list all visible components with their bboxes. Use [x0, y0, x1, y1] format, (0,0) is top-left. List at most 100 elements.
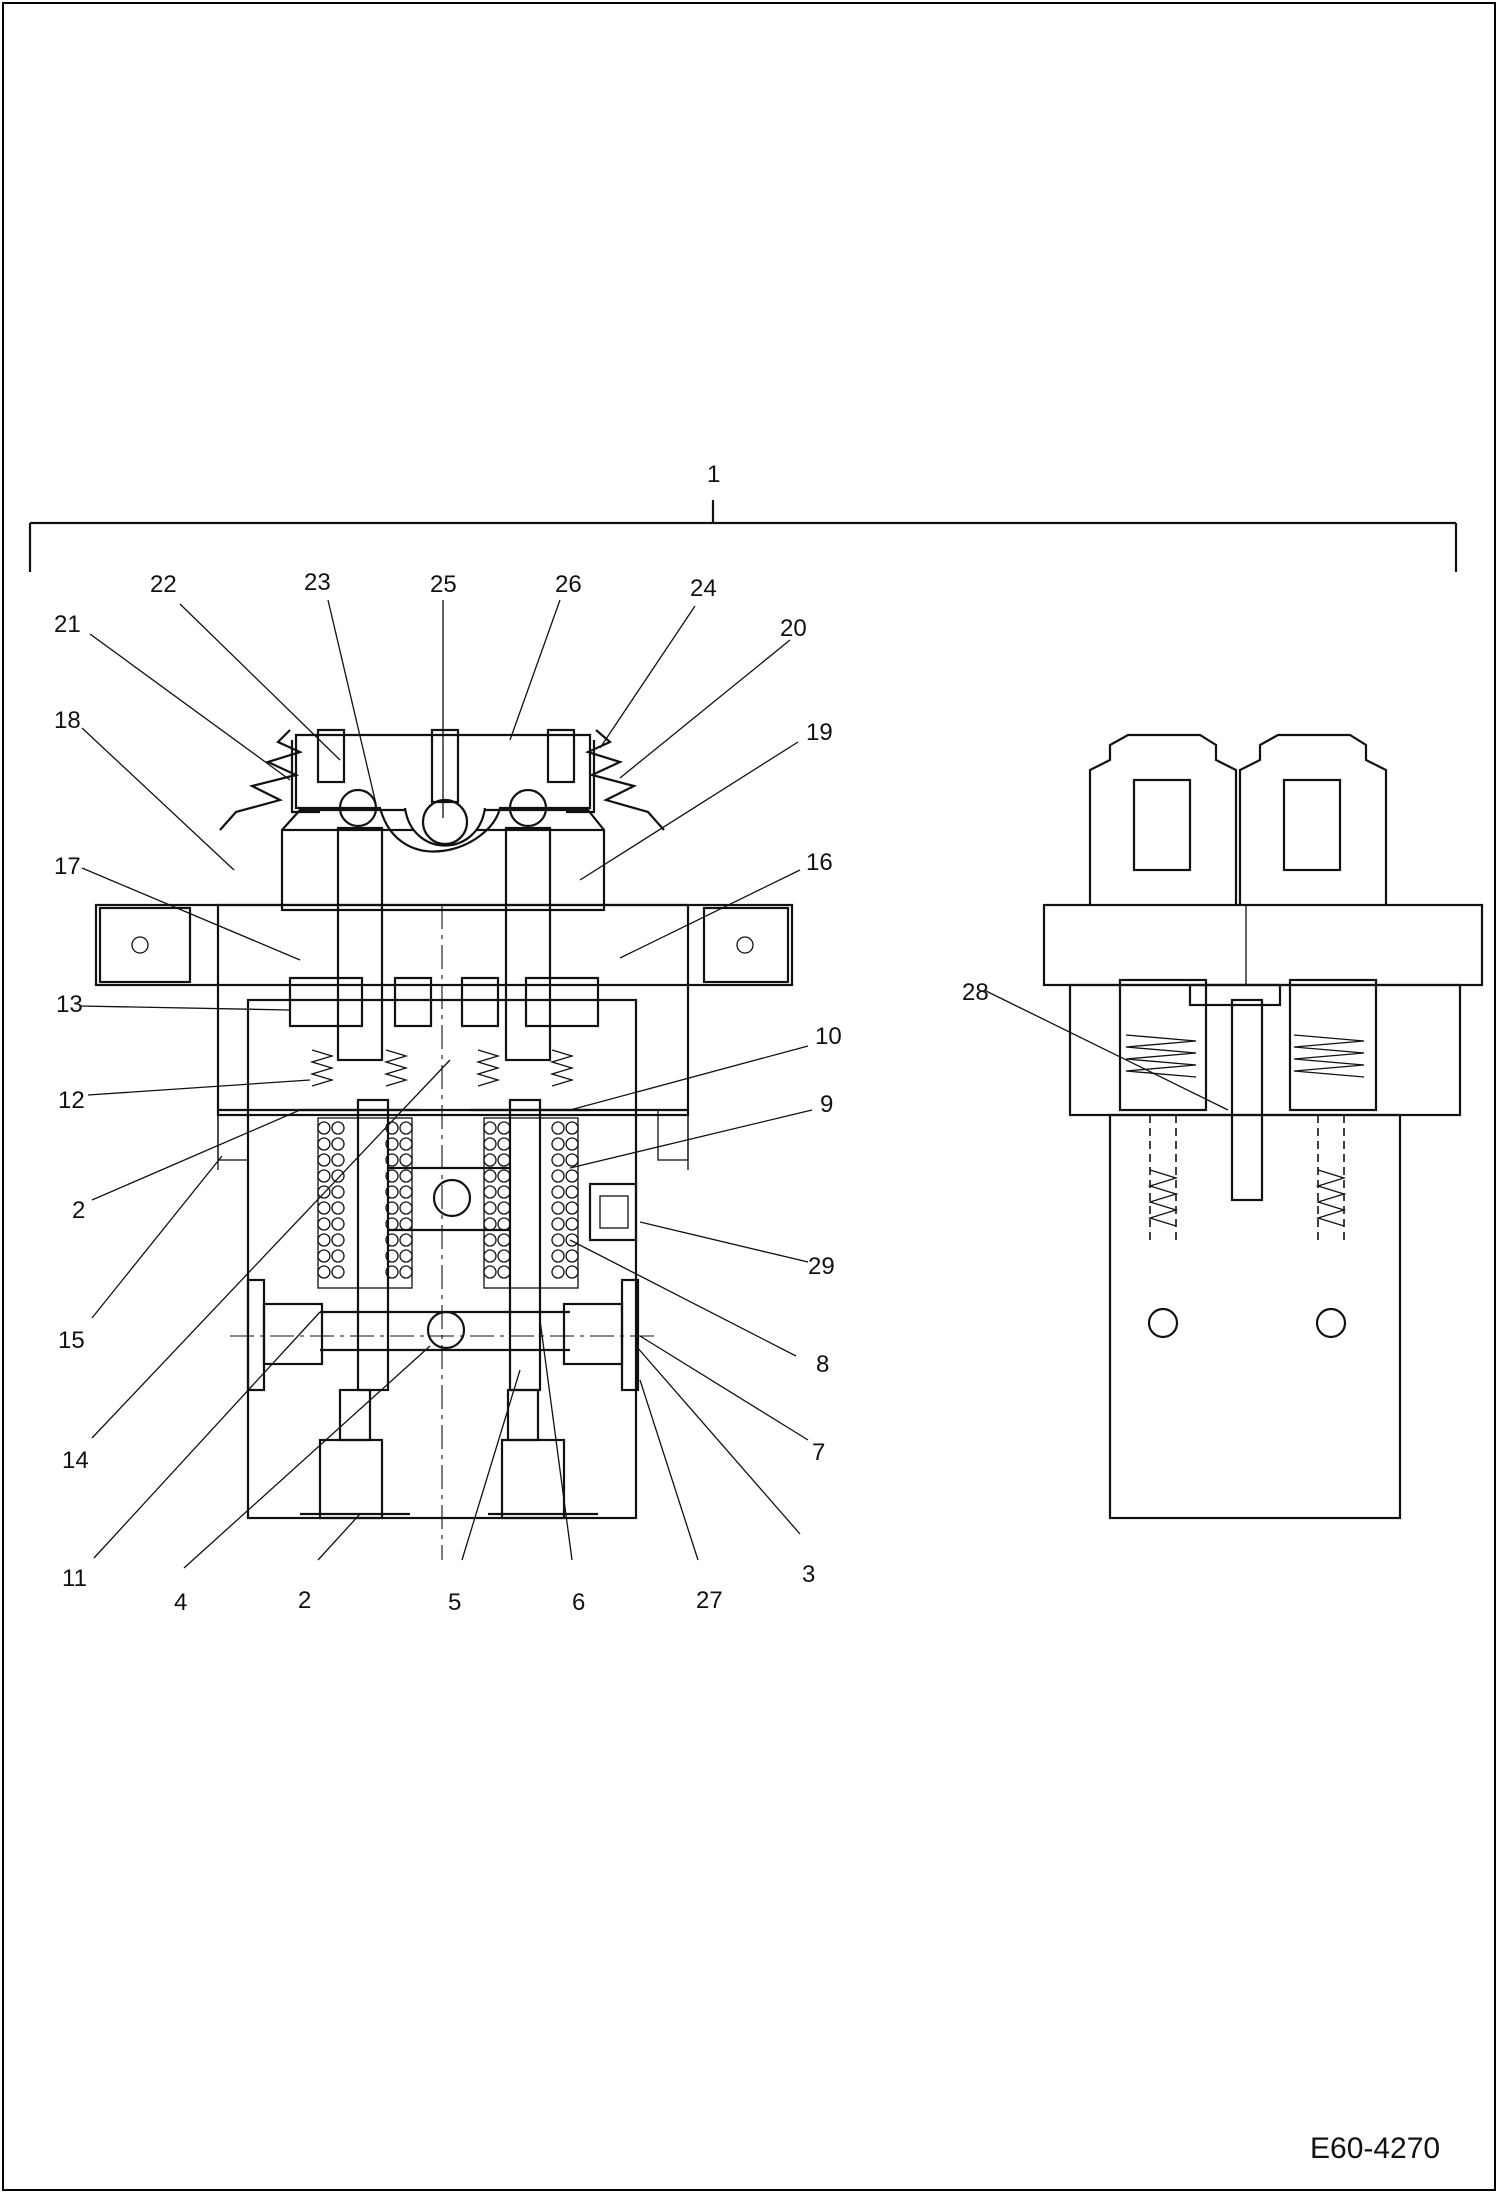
callout-27: 27 — [696, 1587, 723, 1614]
spring-coil — [551, 1137, 565, 1151]
spring-coil — [565, 1201, 579, 1215]
spring-coil — [483, 1217, 497, 1231]
leader-lines — [79, 599, 1229, 1569]
spring-coil — [331, 1169, 345, 1183]
spring-coil — [399, 1137, 413, 1151]
callout-labels: 22 23 25 26 24 21 20 18 19 17 16 13 28 1… — [54, 569, 989, 1616]
spring-coil — [385, 1137, 399, 1151]
spring-coil — [331, 1121, 345, 1135]
spring-coil — [317, 1249, 331, 1263]
callout-20: 20 — [780, 615, 807, 642]
spring-coil — [483, 1185, 497, 1199]
spring-coil — [565, 1249, 579, 1263]
spring-coil — [331, 1265, 345, 1279]
spring-coil — [483, 1169, 497, 1183]
callout-13: 13 — [56, 991, 83, 1018]
spring-coil — [399, 1265, 413, 1279]
callout-19: 19 — [806, 719, 833, 746]
spring-coil — [399, 1169, 413, 1183]
spring-coil — [565, 1169, 579, 1183]
callout-24: 24 — [690, 575, 717, 602]
callout-7: 7 — [812, 1439, 825, 1466]
spring-coil — [399, 1121, 413, 1135]
callout-4: 4 — [174, 1589, 187, 1616]
spring-coil — [317, 1185, 331, 1199]
spring-coil — [483, 1201, 497, 1215]
spring-coil — [551, 1217, 565, 1231]
spring-coil — [497, 1233, 511, 1247]
spring-coil — [497, 1185, 511, 1199]
callout-28: 28 — [962, 979, 989, 1006]
spring-coil — [483, 1265, 497, 1279]
spring-coil — [399, 1217, 413, 1231]
spring-coil — [399, 1249, 413, 1263]
callout-2-left: 2 — [72, 1197, 85, 1224]
spring-coil — [497, 1121, 511, 1135]
spring-coil — [497, 1169, 511, 1183]
callout-3: 3 — [802, 1561, 815, 1588]
return-spring-right — [483, 1117, 579, 1289]
spring-coil — [399, 1233, 413, 1247]
spring-coil — [317, 1153, 331, 1167]
callout-29: 29 — [808, 1253, 835, 1280]
spring-coil — [551, 1201, 565, 1215]
callout-25: 25 — [430, 571, 457, 598]
spring-coil — [483, 1121, 497, 1135]
spring-coil — [551, 1233, 565, 1247]
spring-coil — [399, 1201, 413, 1215]
spring-coil — [497, 1217, 511, 1231]
assembly-bracket — [28, 500, 1458, 572]
spring-coil — [317, 1233, 331, 1247]
callout-16: 16 — [806, 849, 833, 876]
spring-coil — [385, 1249, 399, 1263]
section-view — [94, 728, 794, 1560]
spring-coil — [551, 1265, 565, 1279]
assembly-label: 1 — [707, 461, 720, 488]
callout-8: 8 — [816, 1351, 829, 1378]
callout-21: 21 — [54, 611, 81, 638]
spring-coil — [317, 1137, 331, 1151]
spring-coil — [385, 1265, 399, 1279]
spring-coil — [331, 1233, 345, 1247]
spring-coil — [551, 1249, 565, 1263]
spring-coil — [385, 1153, 399, 1167]
drawing-code: E60-4270 — [1310, 2132, 1440, 2165]
spring-coil — [385, 1185, 399, 1199]
spring-coil — [497, 1249, 511, 1263]
callout-6: 6 — [572, 1589, 585, 1616]
spring-coil — [497, 1265, 511, 1279]
side-view — [1042, 733, 1484, 1520]
spring-coil — [483, 1137, 497, 1151]
spring-coil — [385, 1233, 399, 1247]
spring-coil — [483, 1249, 497, 1263]
callout-22: 22 — [150, 571, 177, 598]
callout-23: 23 — [304, 569, 331, 596]
spring-coil — [331, 1153, 345, 1167]
spring-coil — [551, 1185, 565, 1199]
spring-coil — [497, 1137, 511, 1151]
spring-coil — [399, 1153, 413, 1167]
spring-coil — [385, 1201, 399, 1215]
spring-coil — [331, 1137, 345, 1151]
spring-coil — [331, 1249, 345, 1263]
spring-coil — [551, 1153, 565, 1167]
callout-11: 11 — [62, 1565, 87, 1592]
callout-14: 14 — [62, 1447, 89, 1474]
spring-coil — [565, 1153, 579, 1167]
spring-coil — [317, 1201, 331, 1215]
callout-10: 10 — [815, 1023, 842, 1050]
spring-coil — [565, 1233, 579, 1247]
spring-coil — [565, 1137, 579, 1151]
spring-coil — [483, 1233, 497, 1247]
spring-coil — [565, 1185, 579, 1199]
callout-15: 15 — [58, 1327, 85, 1354]
spring-coil — [317, 1121, 331, 1135]
spring-coil — [317, 1169, 331, 1183]
spring-coil — [331, 1185, 345, 1199]
spring-coil — [565, 1265, 579, 1279]
spring-coil — [317, 1217, 331, 1231]
callout-12: 12 — [58, 1087, 85, 1114]
callout-17: 17 — [54, 853, 81, 880]
